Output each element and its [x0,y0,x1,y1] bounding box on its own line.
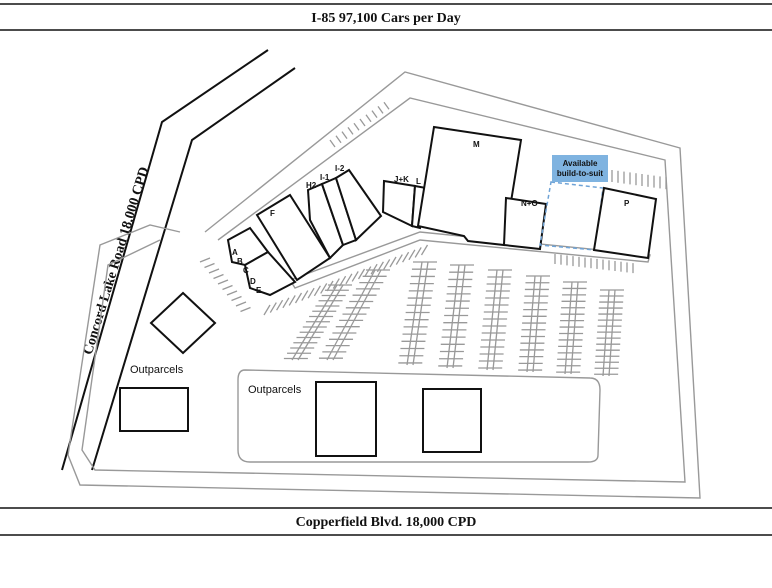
parking-stripe [402,251,410,263]
outparcels-label-left: Outparcels [130,364,184,376]
parking-stripe [320,283,328,294]
parking-stripe [364,266,372,277]
parking-stripe [217,279,229,285]
parking-stripe [335,135,342,144]
available-site [539,181,604,251]
outparcel-island [237,369,601,463]
parking-stripe [359,118,366,127]
parking-stripe [420,244,429,256]
label-b: B [237,257,243,266]
parking-stripe [231,295,242,302]
front-drive [288,231,651,289]
label-e: E [256,286,262,295]
parking-stripe [371,110,378,118]
parking-stripe [329,139,336,148]
parking-stripe [240,306,251,313]
outparcel-pad [315,381,377,457]
parking-stripe [341,131,348,139]
parking-stripe [332,278,340,289]
parking-stripe [486,269,498,371]
parking-stripe [383,101,390,110]
label-jk: J+K [394,175,409,184]
parking-areas [199,101,667,377]
parking-stripe [412,261,429,366]
parking-stripe [365,114,372,123]
parking-stripe [345,273,353,285]
label-n-o: N+O [521,199,538,208]
parking-stripe [263,304,271,316]
parking-stripe [353,122,360,131]
label-l: L [416,177,421,186]
building-n-o [502,196,548,251]
parking-stripe [370,263,378,275]
parking-stripe [408,249,416,261]
parking-stripe [235,301,247,307]
parking-stripe [301,290,309,301]
building-h2 [306,182,345,260]
label-a: A [232,248,238,257]
parking-stripe [326,269,376,361]
outparcel-pad [149,291,217,355]
parking-stripe [377,106,384,114]
outparcel-pad [422,388,482,453]
label-p: P [624,199,630,208]
outparcel-pad [119,387,189,432]
label-m: M [473,140,480,149]
parking-stripe [276,299,284,311]
parking-stripe [389,256,397,268]
parking-stripe [608,289,616,377]
i85-road-label: I-85 97,100 Cars per Day [311,11,460,26]
parking-stripe [351,271,359,282]
parking-stripe [294,292,303,304]
parking-stripe [452,264,466,369]
label-h2: H2 [306,181,317,190]
parking-stripe [602,289,610,377]
building-m [416,125,523,247]
available-callout [552,155,608,182]
parking-stripe [564,281,573,375]
building-jk [381,179,417,228]
outparcels-label-center: Outparcels [248,384,302,396]
parking-stripe [332,269,382,361]
label-d: D [250,277,256,286]
parking-stripe [383,259,391,270]
label-i1: I-1 [320,173,330,182]
parking-stripe [313,285,321,297]
build-to-suit-label: build-to-suit [557,169,604,178]
parking-stripe [269,302,277,313]
parking-stripe [282,297,290,309]
label-c: C [243,266,249,275]
parking-stripe [347,127,354,135]
parking-stripe [208,268,220,274]
parking-stripe [307,287,315,299]
parking-stripe [395,254,403,265]
available-label: Available [563,159,598,168]
copperfield-road-label: Copperfield Blvd. 18,000 CPD [296,515,477,530]
parking-stripe [339,275,347,287]
label-f: F [270,209,275,218]
parking-stripe [199,257,211,263]
site-boundary [67,71,701,499]
parking-stripe [291,284,338,361]
parking-stripe [222,284,233,291]
site-inner-drive [81,97,686,483]
parking-stripe [414,247,422,258]
parking-stripe [446,264,460,369]
parking-stripe [357,268,366,280]
parking-stripe [226,290,238,296]
parking-stripe [204,262,215,269]
building-i2 [334,168,383,242]
parking-stripe [492,269,504,371]
parking-stripe [570,281,579,375]
parking-stripe [406,261,423,366]
parking-stripe [288,295,296,306]
building-c-e [243,250,297,297]
parking-stripe [326,280,334,292]
building-p [592,186,658,260]
parking-stripe [376,261,384,273]
parking-stripe [213,273,224,280]
left-road-line [91,67,296,471]
label-i2: I-2 [335,164,345,173]
